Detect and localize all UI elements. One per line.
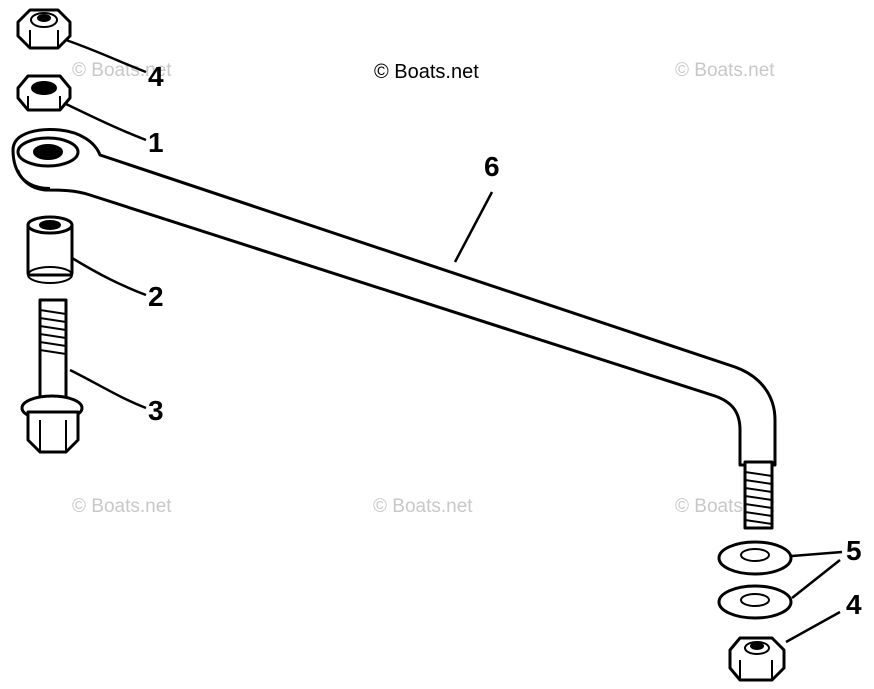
watermark: © Boats.net: [373, 496, 473, 517]
top-nut: [16, 8, 72, 50]
leader-lines: [65, 38, 843, 644]
watermarks: © Boats.net © Boats.net © Boats.net © Bo…: [72, 60, 775, 517]
callouts: 4 1 2 3 6 5 4: [148, 61, 862, 620]
callout-nut-top: 4: [148, 61, 164, 92]
bottom-washers: [717, 540, 793, 620]
watermark: © Boats.net: [675, 60, 775, 81]
bolt: [20, 298, 84, 454]
copyright-label: © Boats.net: [374, 61, 479, 83]
spacer: [26, 215, 74, 284]
watermark: © Boats.net: [72, 496, 172, 517]
rod-threads: [744, 471, 773, 525]
callout-washers-bottom: 5: [846, 535, 862, 566]
callout-nut-bottom: 4: [846, 589, 862, 620]
bottom-nut: [728, 636, 786, 682]
callout-link-rod: 6: [484, 151, 500, 182]
watermark: © Boats.net: [72, 60, 172, 81]
link-rod: [11, 128, 777, 530]
bolt-threads: [39, 309, 67, 355]
callout-bolt: 3: [148, 395, 164, 426]
top-washer: [16, 74, 72, 112]
callout-spacer: 2: [148, 281, 164, 312]
callout-washer-top: 1: [148, 127, 164, 158]
